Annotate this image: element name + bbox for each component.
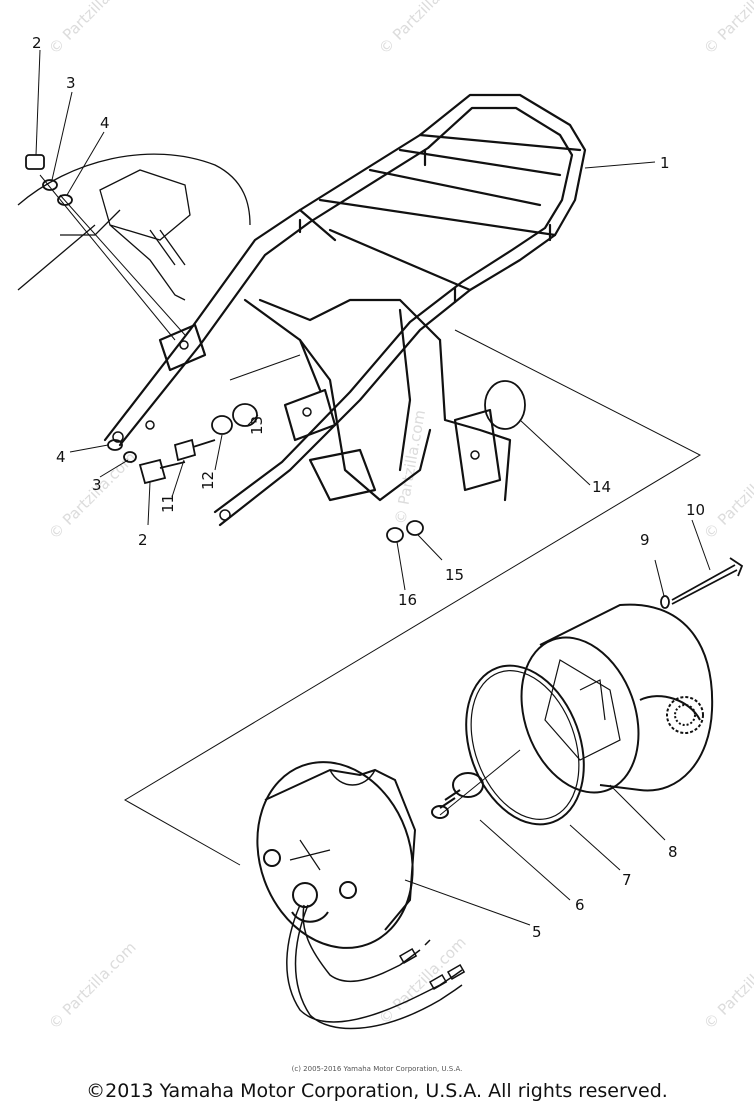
callout-8: 8 bbox=[668, 843, 678, 861]
callout-2-bottom: 2 bbox=[138, 531, 148, 549]
rear-carrier-frame bbox=[103, 93, 587, 527]
watermark: © Partzilla.com bbox=[375, 0, 470, 58]
callout-14: 14 bbox=[592, 478, 611, 496]
washer-16 bbox=[386, 527, 404, 543]
watermarks: © Partzilla.com © Partzilla.com © Partzi… bbox=[45, 0, 754, 1033]
bulb-6 bbox=[431, 772, 484, 819]
callout-9: 9 bbox=[640, 531, 650, 549]
callout-1: 1 bbox=[660, 154, 670, 172]
grommet-13 bbox=[232, 403, 258, 427]
reflector-14 bbox=[484, 380, 526, 430]
bolt-2-top bbox=[25, 154, 45, 170]
callout-5: 5 bbox=[532, 923, 542, 941]
headlight-assembly bbox=[256, 603, 714, 1030]
watermark: © Partzilla.com bbox=[45, 938, 140, 1033]
copyright-notice: ©2013 Yamaha Motor Corporation, U.S.A. A… bbox=[86, 1080, 668, 1102]
callout-6: 6 bbox=[575, 896, 585, 914]
bolt-11 bbox=[173, 438, 216, 462]
callout-11: 11 bbox=[159, 494, 177, 513]
washer-3-bottom bbox=[123, 451, 137, 463]
callout-4-bottom: 4 bbox=[56, 448, 66, 466]
leader-lines bbox=[35, 49, 711, 926]
washer-3-top bbox=[42, 179, 58, 191]
callout-2-top: 2 bbox=[32, 34, 42, 52]
washer-12 bbox=[211, 415, 233, 435]
headlight-unit-5 bbox=[256, 761, 417, 949]
callout-7: 7 bbox=[622, 871, 632, 889]
watermark: © Partzilla.com bbox=[375, 933, 470, 1028]
callouts: 1 2 3 4 4 3 2 11 12 13 14 15 16 9 10 8 7… bbox=[32, 34, 705, 941]
callout-16: 16 bbox=[398, 591, 417, 609]
watermark: © Partzilla.com bbox=[700, 448, 754, 543]
small-copyright: (c) 2005-2016 Yamaha Motor Corporation, … bbox=[291, 1065, 463, 1073]
callout-4-top: 4 bbox=[100, 114, 110, 132]
callout-13: 13 bbox=[248, 416, 266, 435]
frame-holes bbox=[112, 340, 480, 521]
watermark: © Partzilla.com bbox=[45, 0, 140, 58]
callout-15: 15 bbox=[445, 566, 464, 584]
callout-10: 10 bbox=[686, 501, 705, 519]
screw-10 bbox=[671, 557, 744, 605]
watermark: © Partzilla.com bbox=[700, 0, 754, 58]
washer-9 bbox=[660, 595, 670, 609]
callout-3-top: 3 bbox=[66, 74, 76, 92]
hardware bbox=[25, 154, 744, 609]
guide-lines bbox=[39, 174, 702, 866]
bolt-2-bottom bbox=[138, 458, 186, 485]
parts-diagram: © Partzilla.com © Partzilla.com © Partzi… bbox=[17, 0, 754, 1033]
detail-view bbox=[17, 153, 251, 301]
seal-ring-7 bbox=[465, 664, 585, 826]
callout-12: 12 bbox=[199, 471, 217, 490]
headlight-housing-8 bbox=[520, 603, 714, 794]
wiring-harness bbox=[286, 904, 466, 1030]
nut-15 bbox=[406, 520, 424, 536]
watermark: © Partzilla.com bbox=[391, 409, 429, 526]
callout-3-bottom: 3 bbox=[92, 476, 102, 494]
watermark: © Partzilla.com bbox=[700, 938, 754, 1033]
